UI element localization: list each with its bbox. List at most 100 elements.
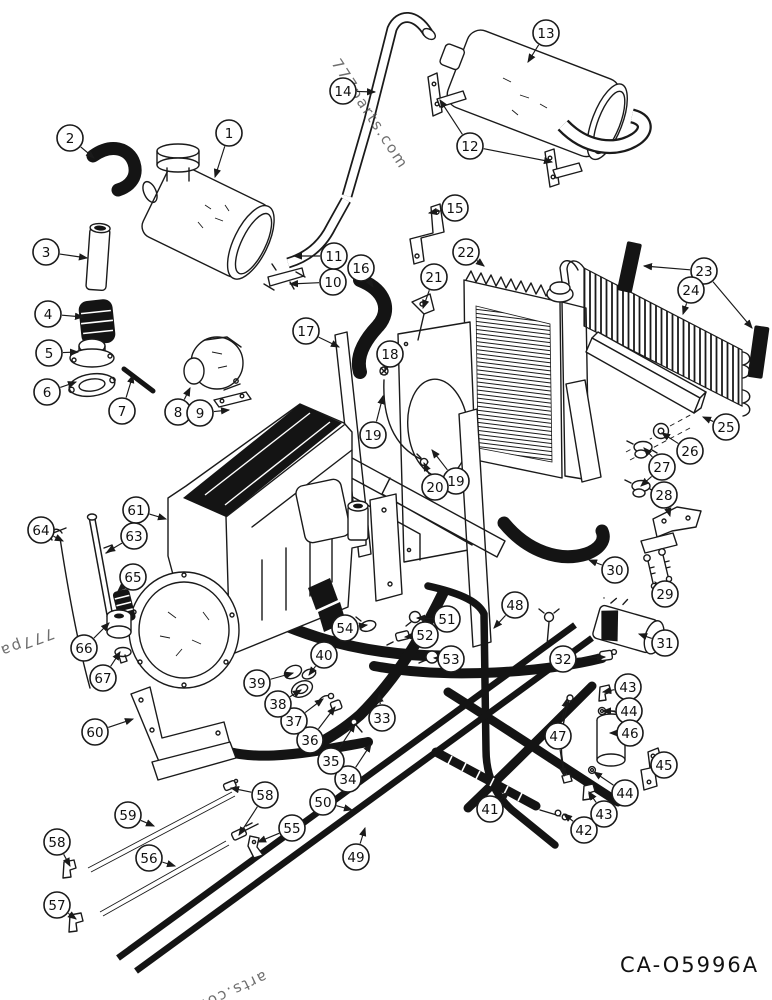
fuel-lines xyxy=(62,778,264,933)
callout-19: 19 xyxy=(431,449,470,495)
svg-text:48: 48 xyxy=(506,598,523,614)
svg-text:36: 36 xyxy=(301,733,318,749)
callout-61: 61 xyxy=(122,496,168,524)
callout-24: 24 xyxy=(677,276,705,316)
svg-text:32: 32 xyxy=(554,652,571,668)
callout-64: 64 xyxy=(27,516,65,544)
valve-fitting xyxy=(538,608,560,646)
svg-text:4: 4 xyxy=(44,307,53,323)
svg-text:7: 7 xyxy=(118,404,127,420)
svg-text:60: 60 xyxy=(86,725,103,741)
callout-67: 67 xyxy=(89,651,121,692)
svg-text:55: 55 xyxy=(283,821,300,837)
svg-text:5: 5 xyxy=(45,346,54,362)
svg-text:52: 52 xyxy=(416,628,433,644)
callout-22: 22 xyxy=(452,238,485,267)
svg-text:10: 10 xyxy=(324,275,341,291)
callout-18: 18 xyxy=(376,340,404,373)
svg-text:40: 40 xyxy=(315,648,332,664)
callout-49: 49 xyxy=(342,826,370,871)
callout-13: 13 xyxy=(527,19,560,63)
ribbed-hose xyxy=(78,299,116,345)
callout-10: 10 xyxy=(288,268,347,296)
dipstick-parts xyxy=(47,513,136,689)
callout-3: 3 xyxy=(32,238,89,266)
svg-text:21: 21 xyxy=(425,270,442,286)
svg-text:28: 28 xyxy=(655,488,672,504)
callout-27: 27 xyxy=(640,447,676,487)
exhaust-pipe xyxy=(341,12,436,198)
callout-29: 29 xyxy=(651,580,679,608)
elbow-hose xyxy=(86,142,142,197)
callout-63: 63 xyxy=(106,522,148,553)
fit-47a xyxy=(566,694,574,702)
callout-28: 28 xyxy=(650,481,678,518)
callout-8: 8 xyxy=(164,386,192,426)
watermark-0: 777parts.com xyxy=(328,55,413,172)
muffler-bracket-rear xyxy=(544,148,583,188)
callout-12: 12 xyxy=(439,99,554,165)
svg-text:22: 22 xyxy=(457,245,474,261)
svg-text:17: 17 xyxy=(297,324,314,340)
bracket-60 xyxy=(130,686,237,781)
callout-20: 20 xyxy=(421,461,449,501)
svg-text:19: 19 xyxy=(364,428,381,444)
callout-30: 30 xyxy=(587,556,629,584)
callout-50: 50 xyxy=(309,788,354,816)
svg-text:30: 30 xyxy=(606,563,623,579)
callout-39: 39 xyxy=(243,669,295,697)
svg-text:44: 44 xyxy=(616,786,633,802)
svg-text:33: 33 xyxy=(373,711,390,727)
svg-text:51: 51 xyxy=(438,612,455,628)
callout-31: 31 xyxy=(637,629,679,657)
cooler-side-plates xyxy=(617,241,770,379)
oil-cooler xyxy=(566,260,751,417)
callout-25: 25 xyxy=(701,413,740,441)
gasket xyxy=(68,372,116,398)
callout-45: 45 xyxy=(648,751,678,779)
svg-text:45: 45 xyxy=(655,758,672,774)
filler-cap xyxy=(69,338,115,368)
elbow-58-low xyxy=(62,859,77,879)
radiator xyxy=(463,260,590,481)
svg-text:67: 67 xyxy=(94,671,111,687)
clamp-38 xyxy=(290,680,314,698)
callout-37: 37 xyxy=(280,698,324,735)
svg-text:59: 59 xyxy=(119,808,136,824)
callout-35: 35 xyxy=(317,723,356,775)
callout-65: 65 xyxy=(117,563,147,592)
callout-32: 32 xyxy=(549,645,607,673)
callout-48: 48 xyxy=(493,591,529,629)
callout-54: 54 xyxy=(331,614,369,642)
svg-text:66: 66 xyxy=(75,641,92,657)
callout-40: 40 xyxy=(308,641,338,676)
callout-15: 15 xyxy=(427,194,469,222)
callout-9: 9 xyxy=(186,399,231,427)
bolt-18 xyxy=(379,366,389,376)
callout-58: 58 xyxy=(43,828,71,868)
svg-text:23: 23 xyxy=(695,264,712,280)
callout-14: 14 xyxy=(329,77,377,105)
svg-text:34: 34 xyxy=(339,772,356,788)
svg-text:24: 24 xyxy=(682,283,699,299)
air-cleaner xyxy=(141,143,275,280)
cross-hose-b xyxy=(463,681,597,813)
svg-text:39: 39 xyxy=(248,676,265,692)
callout-56: 56 xyxy=(135,844,177,872)
callout-58: 58 xyxy=(229,781,279,836)
svg-text:26: 26 xyxy=(681,444,698,460)
svg-text:18: 18 xyxy=(381,347,398,363)
callout-46: 46 xyxy=(608,719,644,747)
svg-text:46: 46 xyxy=(621,726,638,742)
svg-text:41: 41 xyxy=(481,802,498,818)
callout-7: 7 xyxy=(108,373,136,425)
callout-11: 11 xyxy=(292,242,348,270)
callout-2: 2 xyxy=(56,124,95,159)
svg-text:44: 44 xyxy=(620,704,637,720)
svg-text:56: 56 xyxy=(140,851,157,867)
svg-text:35: 35 xyxy=(322,754,339,770)
svg-text:9: 9 xyxy=(196,406,205,422)
exhaust-elbow xyxy=(286,197,351,269)
